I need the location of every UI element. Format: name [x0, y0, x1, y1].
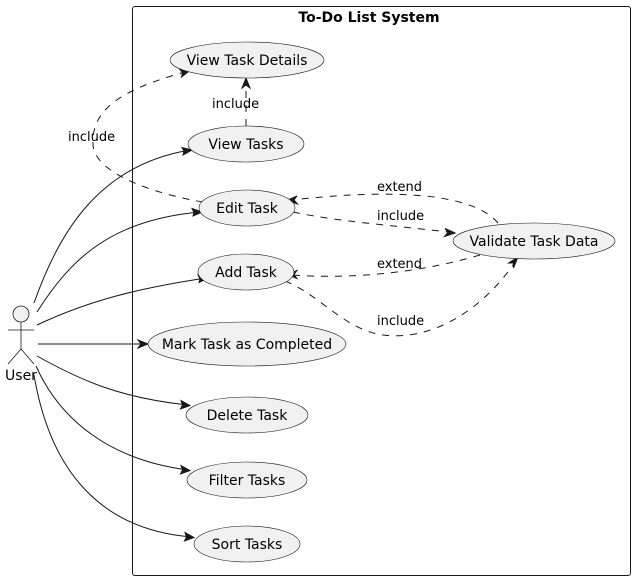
use-case-edit-task-shape [198, 189, 296, 227]
use-case-add-task-shape [197, 253, 295, 291]
include-label-add-validate: include [377, 314, 424, 329]
extend-validate-add [291, 254, 481, 277]
use-case-sort-tasks-shape [193, 525, 301, 563]
association-sort-tasks-arrowhead [183, 531, 196, 542]
use-case-add-task[interactable]: Add Task [197, 253, 295, 291]
include-edit-details [92, 71, 204, 203]
use-cases: View Task Details View Tasks Edit Task A… [147, 41, 616, 563]
use-case-view-task-details-shape [169, 41, 325, 79]
use-case-sort-tasks-label: Sort Tasks [212, 537, 283, 553]
use-case-delete-task-label: Delete Task [207, 408, 289, 424]
association-filter-tasks-arrowhead [179, 464, 192, 475]
include-label-edit-details: include [68, 130, 115, 145]
association-view-tasks-arrowhead [180, 146, 194, 156]
system-title: To-Do List System [298, 10, 439, 26]
extend-validate-edit-arrowhead [285, 195, 300, 206]
use-case-add-task-label: Add Task [215, 265, 278, 281]
use-case-mark-completed[interactable]: Mark Task as Completed [147, 321, 347, 367]
use-case-delete-task[interactable]: Delete Task [185, 396, 309, 434]
include-add-validate-arrowhead [506, 255, 520, 269]
association-edit-task [36, 211, 201, 313]
extend-label-validate-edit: extend [377, 180, 422, 195]
include-edit-validate [292, 211, 449, 233]
include-edit-validate-arrowhead [442, 228, 457, 238]
extend-validate-edit [291, 193, 499, 224]
extend-label-validate-add: extend [377, 257, 422, 272]
association-sort-tasks [33, 374, 193, 538]
use-case-view-task-details[interactable]: View Task Details [169, 41, 325, 79]
actor-legs [7, 348, 35, 365]
use-case-validate-task-data-shape [452, 222, 616, 260]
use-case-mark-completed-label: Mark Task as Completed [162, 337, 332, 353]
use-case-mark-completed-shape [147, 321, 347, 367]
use-case-validate-task-data-label: Validate Task Data [470, 234, 599, 250]
use-case-filter-tasks-label: Filter Tasks [209, 473, 286, 489]
use-case-edit-task-label: Edit Task [216, 201, 279, 217]
use-case-view-tasks-label: View Tasks [208, 137, 283, 153]
association-add-task [36, 277, 207, 326]
include-label-view-tasks: include [212, 97, 259, 112]
include-label-edit-validate: include [377, 209, 424, 224]
association-mark-completed-arrowhead [136, 338, 150, 350]
association-edit-task-arrowhead [191, 207, 204, 217]
use-case-view-task-details-label: View Task Details [187, 53, 308, 69]
include-add-validate [284, 261, 516, 337]
use-case-view-tasks[interactable]: View Tasks [187, 125, 305, 163]
actor-user[interactable]: User [5, 305, 37, 384]
include-view-tasks-details-arrowhead [240, 76, 252, 90]
association-view-tasks [33, 149, 191, 304]
association-delete-task-arrowhead [179, 399, 192, 410]
use-case-edit-task[interactable]: Edit Task [198, 189, 296, 227]
use-case-view-tasks-shape [187, 125, 305, 163]
dependencies: include include extend include extend in… [68, 68, 520, 337]
use-case-delete-task-shape [185, 396, 309, 434]
use-case-sort-tasks[interactable]: Sort Tasks [193, 525, 301, 563]
use-case-filter-tasks[interactable]: Filter Tasks [186, 461, 308, 499]
use-case-filter-tasks-shape [186, 461, 308, 499]
use-case-validate-task-data[interactable]: Validate Task Data [452, 222, 616, 260]
association-delete-task [36, 355, 189, 406]
association-filter-tasks [35, 365, 189, 471]
actor-head [12, 305, 30, 323]
actor-name: User [5, 368, 37, 384]
